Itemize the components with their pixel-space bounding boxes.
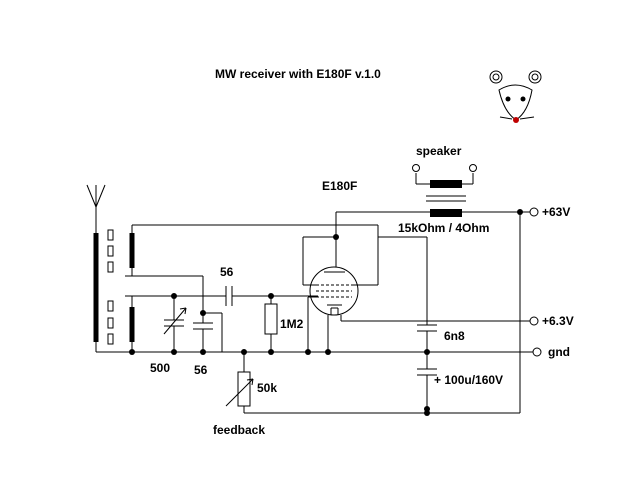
electrolytic-label: + 100u/160V	[434, 373, 503, 387]
cathode-wiring	[307, 296, 533, 352]
speaker-label: speaker	[416, 144, 462, 158]
e180f-tube	[309, 266, 359, 316]
terminal-63v	[529, 207, 539, 217]
anode-wiring	[302, 224, 379, 286]
capacitor-6n8-label: 6n8	[444, 329, 465, 343]
terminal-gnd-label: gnd	[548, 345, 570, 359]
mouse-mascot-icon	[489, 70, 542, 123]
transformer-label: 15kOhm / 4Ohm	[398, 221, 489, 235]
terminal-gnd	[532, 347, 542, 357]
feedback-capacitor-label: 56	[194, 363, 208, 377]
tuning-coil	[125, 295, 135, 352]
grid-resistor-label: 1M2	[280, 317, 304, 331]
potentiometer-label: 50k	[257, 381, 277, 395]
tube-label: E180F	[322, 179, 357, 193]
ground-rail	[96, 349, 533, 355]
grid-capacitor-56	[203, 286, 318, 306]
antenna-symbol	[86, 184, 106, 233]
ferrite-rod-antenna	[93, 229, 114, 352]
terminal-heater	[529, 316, 539, 326]
coupling-capacitor-label: 56	[220, 265, 234, 279]
terminal-63v-label: +63V	[542, 205, 570, 219]
feedback-label: feedback	[213, 423, 265, 437]
output-decoupling	[378, 236, 437, 416]
variable-capacitor-500	[163, 296, 187, 352]
terminal-heater-label: +6.3V	[542, 314, 574, 328]
diagram-title: MW receiver with E180F v.1.0	[215, 67, 381, 81]
grid-resistor-1m2	[264, 296, 278, 352]
feedback-capacitor-56	[132, 275, 223, 352]
feedback-potentiometer-50k	[225, 352, 427, 414]
tuning-capacitor-label: 500	[150, 361, 170, 375]
output-transformer	[412, 164, 477, 217]
feedback-coil	[125, 225, 135, 277]
